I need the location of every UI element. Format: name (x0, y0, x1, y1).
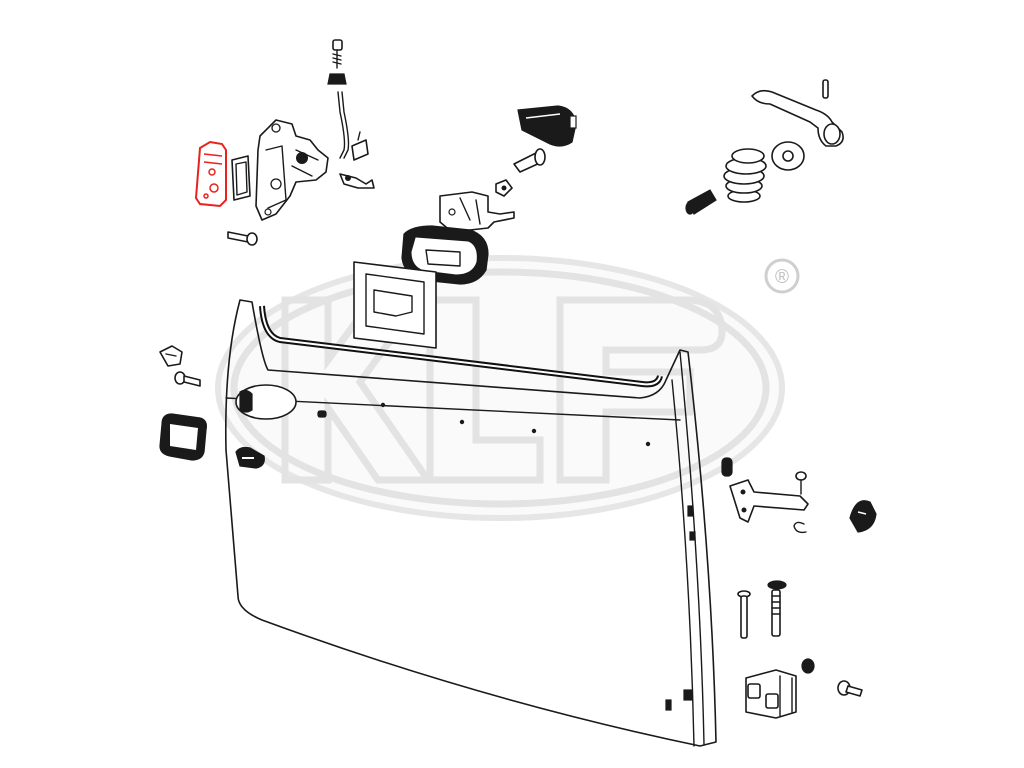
small-screw (174, 371, 201, 387)
svg-text:®: ® (775, 267, 789, 288)
door-hinge (745, 669, 797, 719)
countersunk-screw (513, 148, 546, 173)
latch-gasket (231, 155, 251, 201)
door-panel (224, 299, 717, 747)
hinge-pin (737, 590, 751, 639)
lock-rod (337, 91, 350, 159)
door-latch-mechanism (255, 119, 329, 221)
grommet (327, 73, 347, 85)
spacer-washer (771, 141, 805, 171)
spring (723, 148, 767, 203)
sleeve (685, 189, 717, 215)
pin (822, 79, 829, 99)
check-strap-bracket (729, 479, 809, 523)
pull-bezel (159, 413, 207, 461)
screw (332, 39, 343, 69)
latch-screw (227, 231, 258, 246)
rod-clip (351, 131, 369, 161)
latch-cover-plate (194, 140, 227, 208)
lock-cylinder-cover (517, 105, 577, 147)
inner-handle-mechanism (439, 191, 515, 233)
striker-wedge (849, 500, 877, 533)
retaining-clip (793, 521, 807, 534)
window-handle (751, 89, 844, 147)
clip (159, 345, 183, 367)
hinge-screw (837, 680, 863, 697)
trim-bezel (353, 261, 437, 349)
small-nut (495, 179, 513, 197)
registered-mark: ® (764, 258, 800, 294)
hinge-pin-knurled (771, 589, 781, 637)
check-strap-bolt (795, 471, 807, 495)
hinge-bushing (767, 580, 787, 590)
hinge-rubber (801, 658, 815, 674)
pull-insert (235, 446, 265, 469)
rod-link (339, 173, 375, 189)
rubber-bumper (721, 457, 733, 477)
